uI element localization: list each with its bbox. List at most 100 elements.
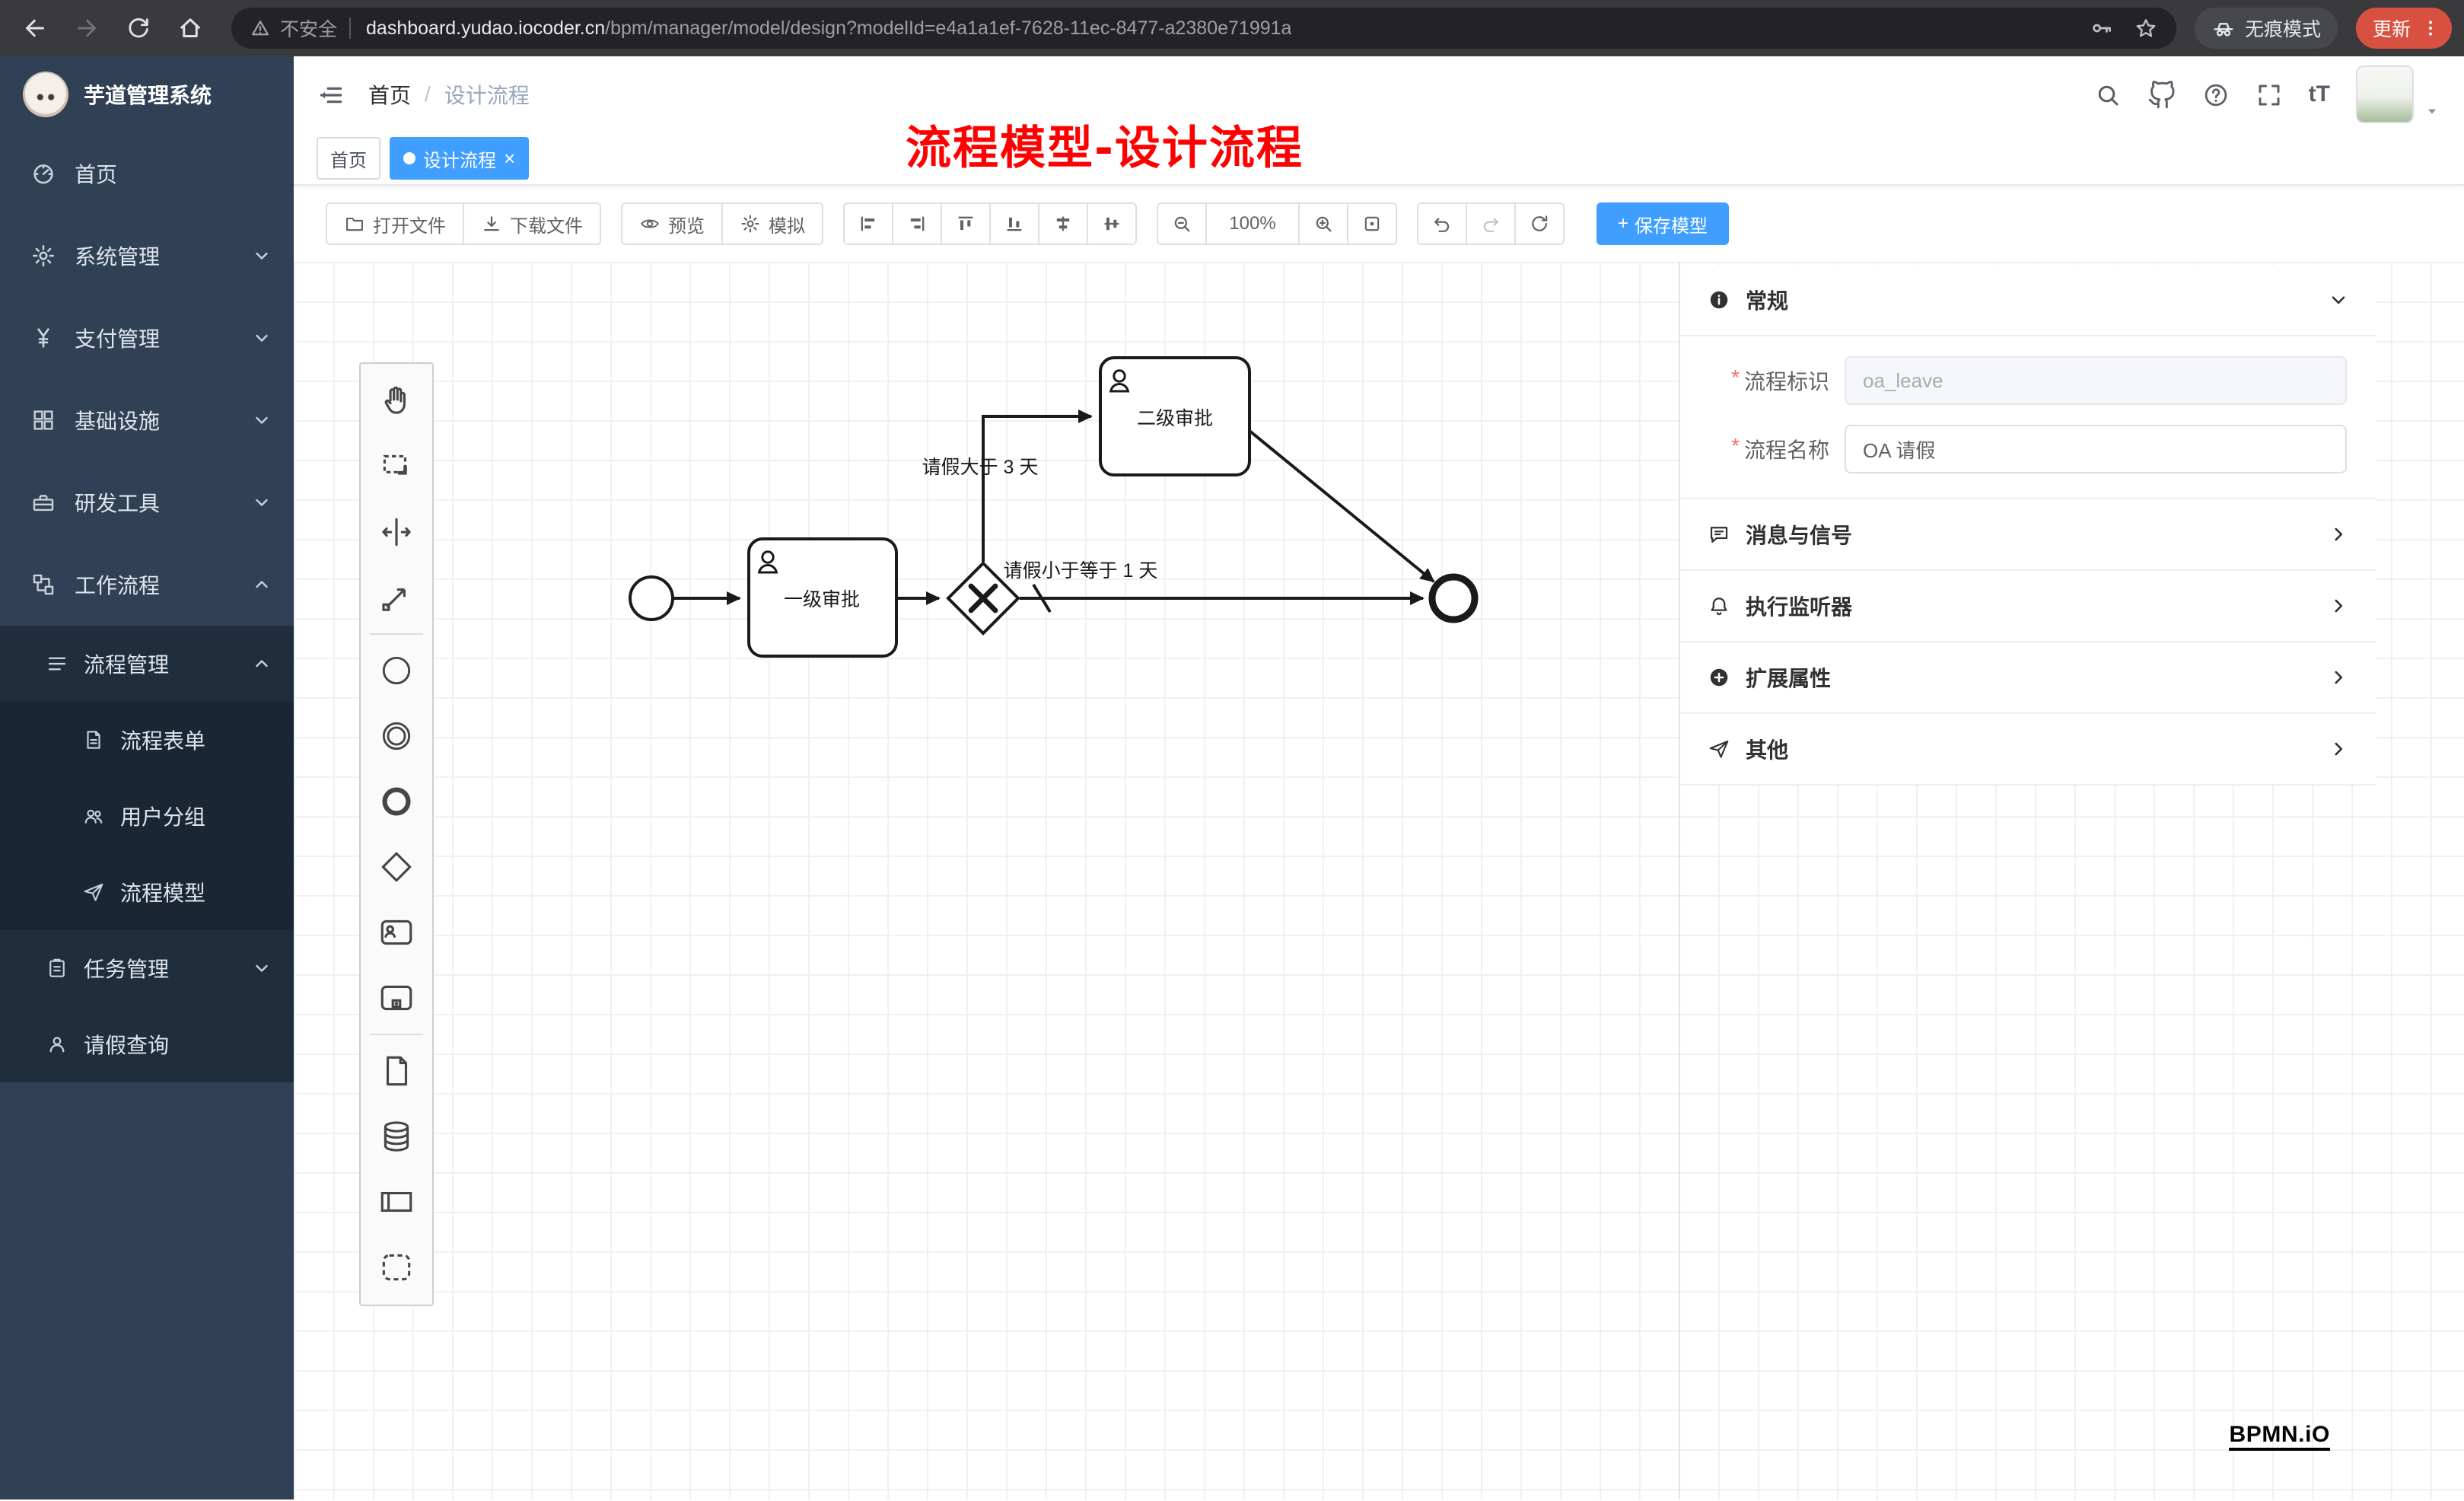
download-file-button[interactable]: 下载文件 bbox=[463, 202, 601, 245]
create-exclusive-gateway[interactable] bbox=[361, 834, 432, 900]
chevron-right-icon bbox=[2329, 739, 2348, 759]
workflow-icon bbox=[30, 572, 56, 598]
sidebar-item-leave-query[interactable]: 请假查询 bbox=[0, 1006, 294, 1082]
workflow-submenu: 流程管理 流程表单 用户分组 流程模型 任务管理 请假 bbox=[0, 626, 294, 1082]
redo-icon bbox=[1480, 213, 1501, 234]
flow-task2-to-end[interactable] bbox=[1248, 429, 1435, 583]
condition-gt-label: 请假大于 3 天 bbox=[922, 457, 1039, 478]
sidebar-item-workflow[interactable]: 工作流程 bbox=[0, 543, 294, 626]
create-end-event[interactable] bbox=[361, 769, 432, 834]
sidebar-item-process-models[interactable]: 流程模型 bbox=[0, 854, 294, 930]
sidebar-item-payment-mgmt[interactable]: 支付管理 bbox=[0, 297, 294, 379]
sidebar-item-process-mgmt[interactable]: 流程管理 bbox=[0, 626, 294, 702]
required-mark: * bbox=[1731, 365, 1740, 389]
section-execution-listeners[interactable]: 执行监听器 bbox=[1680, 571, 2376, 642]
avatar[interactable] bbox=[2356, 65, 2414, 123]
align-top-button[interactable] bbox=[941, 202, 991, 245]
logo-avatar bbox=[23, 72, 68, 117]
align-center-vertical-button[interactable] bbox=[1087, 202, 1137, 245]
address-bar[interactable]: 不安全 dashboard.yudao.iocoder.cn/bpm/manag… bbox=[231, 8, 2176, 49]
sidebar-item-infrastructure[interactable]: 基础设施 bbox=[0, 379, 294, 461]
create-subprocess[interactable] bbox=[361, 965, 432, 1031]
align-left-icon bbox=[858, 213, 879, 234]
section-general[interactable]: 常规 bbox=[1680, 265, 2376, 336]
not-secure-icon bbox=[250, 18, 271, 39]
sidebar-item-task-mgmt[interactable]: 任务管理 bbox=[0, 930, 294, 1006]
chevron-down-icon bbox=[253, 411, 271, 429]
section-messages-signals[interactable]: 消息与信号 bbox=[1680, 499, 2376, 571]
app-logo[interactable]: 芋道管理系统 bbox=[0, 56, 294, 132]
start-event-shape[interactable] bbox=[629, 575, 674, 621]
tab-home[interactable]: 首页 bbox=[317, 137, 380, 180]
passwords-key-icon[interactable] bbox=[2090, 16, 2114, 40]
active-tab-dot bbox=[403, 152, 415, 164]
align-center-horizontal-button[interactable] bbox=[1038, 202, 1088, 245]
browser-forward-button[interactable] bbox=[64, 5, 110, 51]
section-extended-attributes[interactable]: 扩展属性 bbox=[1680, 642, 2376, 714]
zoom-reset-button[interactable] bbox=[1347, 202, 1397, 245]
browser-back-button[interactable] bbox=[12, 5, 58, 51]
redraw-button[interactable] bbox=[1514, 202, 1565, 245]
save-model-button[interactable]: + 保存模型 bbox=[1597, 202, 1730, 245]
section-others[interactable]: 其他 bbox=[1680, 714, 2376, 786]
space-tool[interactable] bbox=[361, 499, 432, 565]
chevron-right-icon bbox=[2329, 596, 2348, 616]
paper-plane-icon bbox=[1708, 738, 1730, 760]
chevron-down-icon bbox=[253, 247, 271, 265]
open-file-button[interactable]: 打开文件 bbox=[326, 202, 464, 245]
plus-circle-icon bbox=[1708, 666, 1730, 689]
create-user-task[interactable] bbox=[361, 900, 432, 965]
properties-panel-border bbox=[1679, 262, 1680, 1499]
hand-tool[interactable] bbox=[361, 368, 432, 434]
align-right-button[interactable] bbox=[892, 202, 942, 245]
align-left-button[interactable] bbox=[843, 202, 893, 245]
sidebar-item-dev-tools[interactable]: 研发工具 bbox=[0, 461, 294, 543]
user-menu[interactable] bbox=[2356, 65, 2441, 123]
process-key-input[interactable] bbox=[1845, 356, 2347, 405]
bpmn-io-logo[interactable]: BPMN.iO bbox=[2229, 1422, 2330, 1451]
create-data-object[interactable] bbox=[361, 1038, 432, 1104]
github-icon[interactable] bbox=[2147, 79, 2176, 110]
font-size-icon[interactable]: tT bbox=[2308, 81, 2330, 107]
chrome-update-button[interactable]: 更新 bbox=[2355, 8, 2452, 49]
breadcrumb-home[interactable]: 首页 bbox=[368, 84, 412, 107]
download-icon bbox=[481, 213, 502, 234]
create-start-event[interactable] bbox=[361, 638, 432, 703]
fullscreen-icon[interactable] bbox=[2255, 80, 2283, 110]
bookmark-star-icon[interactable] bbox=[2134, 16, 2158, 40]
create-group[interactable] bbox=[361, 1235, 432, 1300]
redo-button[interactable] bbox=[1466, 202, 1516, 245]
zoom-in-button[interactable] bbox=[1298, 202, 1348, 245]
zoom-out-button[interactable] bbox=[1157, 202, 1207, 245]
sidebar-collapse-icon[interactable] bbox=[317, 79, 345, 110]
caret-down-icon bbox=[2423, 102, 2441, 120]
user-task-first-approval[interactable] bbox=[747, 537, 898, 658]
sidebar-item-home[interactable]: 首页 bbox=[0, 132, 294, 215]
undo-button[interactable] bbox=[1417, 202, 1467, 245]
global-connect-tool[interactable] bbox=[361, 565, 432, 630]
gateway-x-marker bbox=[968, 583, 998, 613]
lasso-tool[interactable] bbox=[361, 434, 432, 499]
create-participant[interactable] bbox=[361, 1169, 432, 1235]
browser-home-button[interactable] bbox=[167, 5, 213, 51]
tab-design-process[interactable]: 设计流程 × bbox=[390, 137, 530, 180]
end-event-shape[interactable] bbox=[1428, 573, 1479, 623]
user-task-second-approval[interactable] bbox=[1099, 356, 1251, 476]
close-tab-icon[interactable]: × bbox=[504, 147, 516, 170]
help-icon[interactable] bbox=[2202, 80, 2230, 110]
align-bottom-button[interactable] bbox=[989, 202, 1039, 245]
simulate-button[interactable]: 模拟 bbox=[721, 202, 823, 245]
flow-gateway-to-task2[interactable] bbox=[982, 410, 1093, 562]
create-data-store[interactable] bbox=[361, 1104, 432, 1169]
header-search-icon[interactable] bbox=[2094, 80, 2122, 110]
tags-view-bar: 首页 设计流程 × bbox=[294, 132, 2464, 186]
browser-reload-button[interactable] bbox=[116, 5, 161, 51]
sidebar-item-process-forms[interactable]: 流程表单 bbox=[0, 702, 294, 778]
sidebar-item-user-groups[interactable]: 用户分组 bbox=[0, 778, 294, 854]
sidebar-item-system-mgmt[interactable]: 系统管理 bbox=[0, 215, 294, 297]
create-intermediate-event[interactable] bbox=[361, 703, 432, 769]
preview-button[interactable]: 预览 bbox=[621, 202, 723, 245]
browser-menu-icon[interactable] bbox=[2420, 18, 2441, 39]
required-mark: * bbox=[1731, 434, 1740, 457]
process-name-input[interactable] bbox=[1845, 425, 2347, 473]
